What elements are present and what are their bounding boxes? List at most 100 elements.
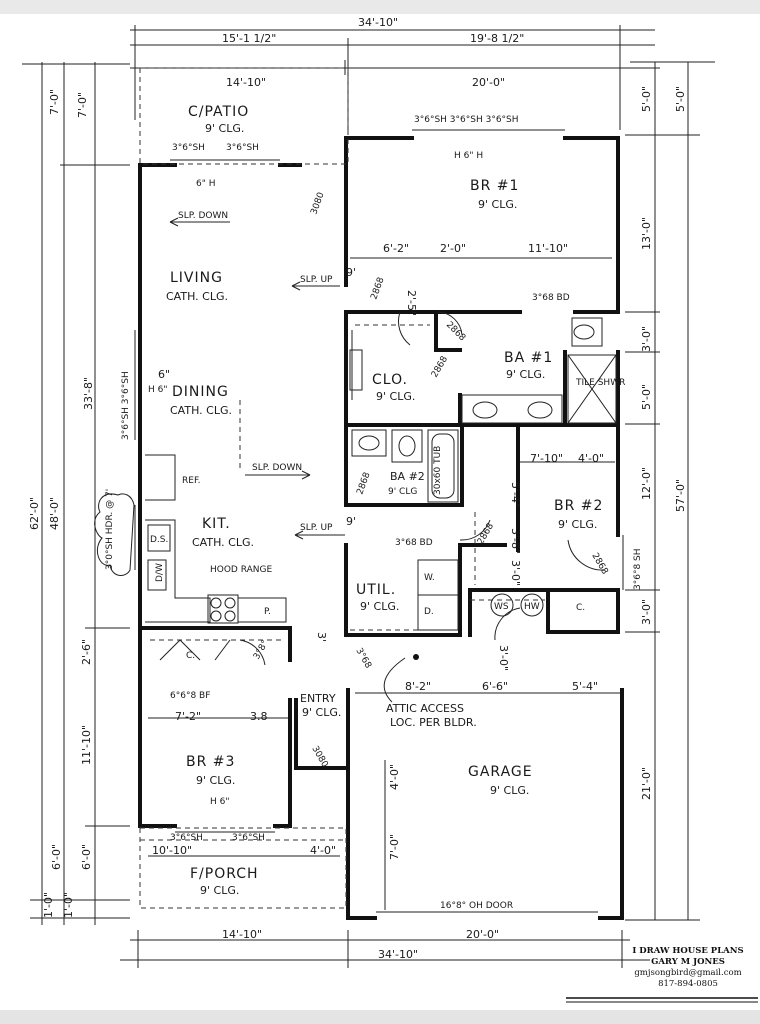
door-3068-bd-a: 3°68 BD — [532, 293, 570, 303]
dim-right-b: 5'-0" — [674, 86, 687, 112]
slope-down-a: SLP. DOWN — [178, 211, 228, 221]
dim-right-c: 13'-0" — [640, 217, 653, 250]
title-block: I DRAW HOUSE PLANS GARY M JONES gmjsongb… — [618, 946, 758, 990]
dim-left-mid: 33'-8" — [82, 377, 95, 410]
door-3068: 3°68 — [353, 647, 373, 671]
attic-access-label: ATTIC ACCESS — [386, 702, 464, 715]
dim-right-e: 5'-0" — [640, 384, 653, 410]
dim-misc-3-0: 3'-0" — [509, 560, 522, 586]
room-br1-ceiling: 9' CLG. — [478, 198, 517, 211]
dim-misc-9a: 9' — [346, 266, 356, 279]
room-ba1-label: BA #1 — [504, 350, 553, 366]
ds-label: D.S. — [150, 535, 168, 545]
door-2868-a: 2868 — [369, 276, 386, 301]
room-garage-label: GARAGE — [468, 764, 533, 780]
dim-garage-split-b: 6'-6" — [482, 680, 508, 693]
dim-overall-width: 34'-10" — [358, 16, 398, 29]
window-patio-a: 3°6°SH — [172, 143, 205, 153]
hot-water-label: HW — [524, 602, 540, 612]
room-clo-ceiling: 9' CLG. — [376, 390, 415, 403]
dim-right-d: 3'-0" — [640, 326, 653, 352]
room-br2-ceiling: 9' CLG. — [558, 518, 597, 531]
header-a: 6" H — [196, 179, 216, 189]
title-email: gmjsongbird@gmail.com — [634, 968, 742, 978]
dim-br3-width-a: 7'-2" — [175, 710, 201, 723]
dim-left-top-a: 7'-0" — [48, 89, 61, 115]
dw-label: D/W — [155, 563, 165, 582]
closet-br3-label: C. — [186, 651, 195, 661]
dim-misc-3-0b: 3'-0" — [497, 645, 510, 671]
room-util-label: UTIL. — [356, 582, 396, 598]
dim-left-bottom-a: 6'-0" — [50, 844, 63, 870]
dim-left-width: 15'-1 1/2" — [222, 32, 276, 45]
walls — [138, 136, 624, 920]
door-3080-a: 3080 — [309, 191, 326, 216]
dim-left-total: 62'-0" — [28, 497, 41, 530]
room-br3-ceiling: 9' CLG. — [196, 774, 235, 787]
dim-garage-split-a: 8'-2" — [405, 680, 431, 693]
tile-shower-label: TILE SHWR — [575, 378, 625, 388]
dim-patio-width: 14'-10" — [226, 76, 266, 89]
dim-right-a: 5'-0" — [640, 86, 653, 112]
window-patio-b: 3°6°SH — [226, 143, 259, 153]
dim-left-bottom-b: 6'-0" — [80, 844, 93, 870]
dim-misc-4-0: 4'-0" — [388, 764, 401, 790]
window-br2: 3°6°8 SH — [633, 548, 643, 590]
attic-access-note: LOC. PER BLDR. — [390, 716, 477, 729]
room-garage-ceiling: 9' CLG. — [490, 784, 529, 797]
dim-left-bottom-d: 1'-0" — [62, 892, 75, 918]
dim-misc-2-5: 2'-5" — [405, 290, 418, 316]
door-3080-b: 3°8° — [252, 639, 271, 662]
room-br2-label: BR #2 — [554, 498, 603, 514]
door-2868-b: 2868 — [444, 320, 467, 343]
room-entry-ceiling: 9' CLG. — [302, 706, 341, 719]
dim-left-bottom-c: 1'-0" — [42, 892, 55, 918]
door-3080-c: 3080 — [309, 745, 329, 770]
room-kit-ceiling: CATH. CLG. — [192, 536, 254, 549]
room-br1-label: BR #1 — [470, 178, 519, 194]
room-living-label: LIVING — [170, 270, 223, 286]
window-br3-b: 3°6°SH — [232, 833, 265, 843]
dim-bottom-right: 20'-0" — [466, 928, 499, 941]
dryer-label: D. — [424, 607, 434, 617]
room-clo-label: CLO. — [372, 372, 408, 388]
room-patio-ceiling: 9' CLG. — [205, 122, 244, 135]
room-ba2-label: BA #2 — [390, 470, 425, 483]
dim-garage-split-c: 5'-4" — [572, 680, 598, 693]
scan-border-bottom — [0, 1010, 760, 1024]
dim-misc-9b: 9' — [346, 515, 356, 528]
room-patio-label: C/PATIO — [188, 104, 249, 120]
dim-right-h: 21'-0" — [640, 767, 653, 800]
slope-down-b: SLP. DOWN — [252, 463, 302, 473]
dim-br1-split-c: 11'-10" — [528, 242, 568, 255]
room-kit-label: KIT. — [202, 516, 231, 532]
dim-misc-3-8: 3'-8" — [509, 528, 522, 554]
room-porch-ceiling: 9' CLG. — [200, 884, 239, 897]
slope-up-a: SLP. UP — [300, 275, 333, 285]
dim-misc-3: 3' — [315, 632, 328, 642]
dashed-outlines — [139, 67, 545, 909]
dimension-lines — [22, 25, 715, 968]
window-br3-a: 3°6°SH — [170, 833, 203, 843]
dim-porch-width-a: 10'-10" — [152, 844, 192, 857]
slope-up-b: SLP. UP — [300, 523, 333, 533]
room-porch-label: F/PORCH — [190, 866, 259, 882]
room-util-ceiling: 9' CLG. — [360, 600, 399, 613]
dim-br2-width-a: 7'-10" — [530, 452, 563, 465]
door-2868-c: 2868 — [430, 354, 450, 379]
room-ba1-ceiling: 9' CLG. — [506, 368, 545, 381]
title-name: GARY M JONES — [651, 957, 725, 967]
ref-label: REF. — [182, 476, 201, 486]
dim-right-total: 57'-0" — [674, 479, 687, 512]
dim-bottom-overall: 34'-10" — [378, 948, 418, 961]
dim-misc-7-0: 7'-0" — [388, 834, 401, 860]
title-company: I DRAW HOUSE PLANS — [632, 946, 744, 956]
dim-left-low-a: 2'-6" — [80, 639, 93, 665]
door-3068-bd-b: 3°68 BD — [395, 538, 433, 548]
dim-br1-split-a: 6'-2" — [383, 242, 409, 255]
washer-label: W. — [424, 573, 435, 583]
tub-label: 30x60 TUB — [433, 446, 443, 495]
fixtures — [94, 129, 624, 913]
dim-right-f: 12'-0" — [640, 467, 653, 500]
